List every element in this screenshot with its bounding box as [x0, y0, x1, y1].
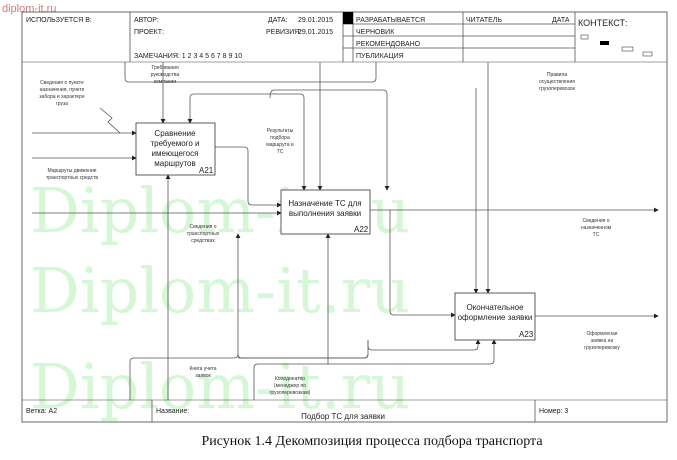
watermark-small: diplom-it.ru — [2, 3, 56, 15]
arrow-label: средствах — [191, 238, 215, 244]
date-value: 29.01.2015 — [298, 17, 333, 24]
arrow-label: назначения, пункте — [40, 87, 85, 93]
box-id: A23 — [519, 330, 534, 339]
status-marker — [343, 12, 353, 24]
arrow-label: Сведения о — [582, 218, 609, 224]
context-box-current — [600, 41, 609, 45]
arrow-label: грузоперевозок — [539, 86, 575, 92]
arrow-label: (менеджер по — [274, 383, 306, 389]
status-item: ЧЕРНОВИК — [356, 29, 395, 36]
node-label: Ветка: A2 — [26, 408, 57, 415]
arrow-label: осуществления — [539, 79, 575, 85]
arrow-label: назначенном — [581, 225, 612, 231]
context-box — [580, 34, 589, 40]
arrow-label: Книга учета — [189, 366, 216, 372]
activity-a23[interactable]: Окончательное оформление заявки A23 — [454, 292, 536, 341]
arrow-label: маршрута и — [266, 142, 294, 148]
watermark: Diplom-it.ru — [30, 254, 410, 327]
arrows — [32, 62, 659, 400]
context-box — [642, 51, 653, 57]
box-id: A22 — [354, 225, 369, 234]
project-label: ПРОЕКТ: — [134, 29, 164, 36]
arrow-label: груза — [56, 101, 68, 107]
arrow-label: ТС — [277, 149, 284, 155]
reader-date-label: ДАТА — [552, 17, 570, 24]
arrow-label: Маршруты движения — [47, 168, 96, 174]
arrow-label: заявка на — [591, 338, 614, 344]
context-label: КОНТЕКСТ: — [578, 18, 627, 28]
diagram-title: Подбор ТС для заявки — [301, 412, 385, 421]
number-label: Номер: 3 — [539, 408, 568, 415]
arrow-label: грузоперевозкам) — [270, 390, 311, 396]
arrow-label: подбора — [270, 135, 290, 141]
arrow-labels: Сведения о пункте назначения, пункте заб… — [39, 65, 620, 396]
arrow-label: Оформленая — [587, 331, 618, 337]
arrow-label: транспортных — [187, 231, 220, 237]
title-label: Название: — [156, 408, 189, 415]
box-label: Окончательное — [466, 303, 524, 312]
arrow-label: грузоперевозку — [584, 345, 620, 351]
arrow-label: Сведения о — [189, 224, 216, 230]
used-in-label: ИСПОЛЬЗУЕТСЯ В: — [26, 17, 92, 24]
notes: ЗАМЕЧАНИЯ: 1 2 3 4 5 6 7 8 9 10 — [134, 53, 242, 60]
status-item: ПУБЛИКАЦИЯ — [356, 53, 404, 60]
arrow-label: заявок — [195, 373, 211, 379]
box-label: выполнения заявки — [289, 209, 361, 218]
figure-caption: Рисунок 1.4 Декомпозиция процесса подбор… — [201, 434, 543, 449]
revision-label: РЕВИЗИЯ: — [266, 29, 301, 36]
watermark: Diplom-it.ru — [30, 350, 410, 423]
arrow-label: Координатор — [275, 376, 305, 382]
author-label: АВТОР: — [134, 17, 159, 24]
arrow-label: ТС — [593, 232, 600, 238]
context-box — [621, 46, 634, 52]
status-item: РАЗРАБАТЫВАЕТСЯ — [356, 17, 425, 24]
reader-label: ЧИТАТЕЛЬ — [466, 17, 502, 24]
arrow-label: Результаты — [267, 128, 294, 134]
revision-value: 29.01.2015 — [298, 29, 333, 36]
box-label: имеющегося — [152, 149, 199, 158]
arrow-label: Сведения о пункте — [40, 80, 84, 86]
header: ИСПОЛЬЗУЕТСЯ В: АВТОР: ПРОЕКТ: ДАТА: 29.… — [26, 12, 653, 62]
activity-a22[interactable]: Назначение ТС для выполнения заявки A22 — [280, 189, 371, 235]
box-label: маршрутов — [154, 159, 195, 168]
activity-a21[interactable]: Сравнение требуемого и имеющегося маршру… — [135, 122, 216, 176]
arrow-label: Требования — [151, 65, 179, 71]
arrow-label: компании — [154, 79, 177, 85]
date-label: ДАТА: — [268, 17, 288, 24]
box-id: A21 — [199, 166, 214, 175]
box-label: Назначение ТС для — [288, 199, 361, 208]
arrow-label: транспортных средств — [46, 175, 98, 181]
arrow-label: забора и характере — [39, 94, 85, 100]
box-label: требуемого и — [150, 139, 199, 148]
arrow-label: Правила — [547, 72, 568, 78]
footer: Ветка: A2 Название: Подбор ТС для заявки… — [26, 400, 568, 422]
arrow-label: руководства — [151, 72, 180, 78]
box-label: Сравнение — [154, 129, 196, 138]
box-label: оформление заявки — [458, 313, 533, 322]
status-item: РЕКОМЕНДОВАНО — [356, 41, 421, 48]
